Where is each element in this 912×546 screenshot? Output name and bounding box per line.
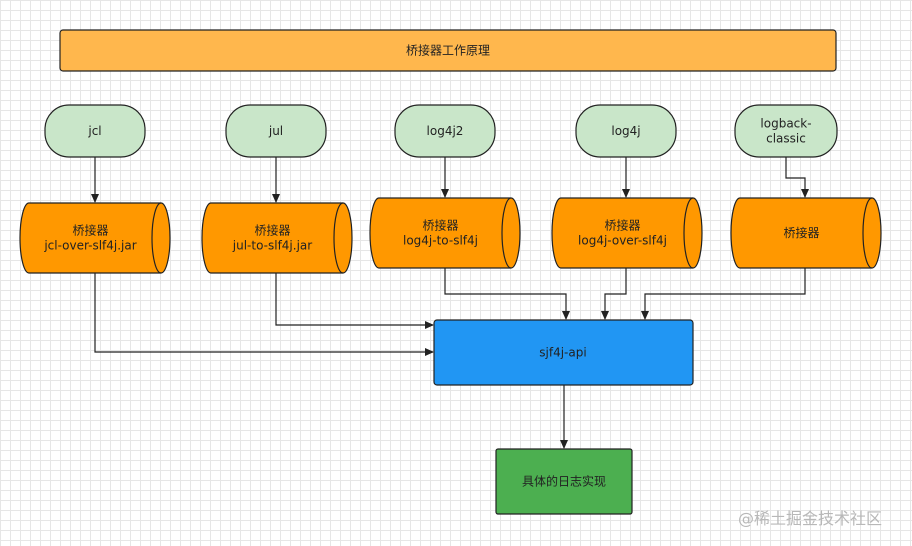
bridge-jul-bridge-label: jul-to-slf4j.jar bbox=[232, 239, 312, 253]
nodes: 桥接器工作原理 jcl jul log4j2 log4j logback-classic 桥… bbox=[19, 29, 882, 515]
bridge-log4j2-bridge-label: log4j-to-slf4j bbox=[403, 234, 478, 248]
bridge-jcl-bridge-label: 桥接器 bbox=[72, 223, 108, 238]
source-node-logback: logback-classic bbox=[734, 104, 838, 158]
bridge-log4j-bridge-label: 桥接器 bbox=[604, 218, 640, 233]
arrow-log4j-bridge-to-api bbox=[601, 268, 627, 320]
source-logback-label: classic bbox=[766, 132, 806, 146]
impl-label: 具体的日志实现 bbox=[522, 474, 606, 489]
bridge-node-logback-bridge: 桥接器 bbox=[730, 197, 882, 269]
api-box: sjf4j-api bbox=[433, 319, 694, 386]
arrow-log4j2-bridge-to-api bbox=[444, 268, 570, 320]
source-node-log4j: log4j bbox=[575, 104, 677, 158]
source-node-log4j2: log4j2 bbox=[394, 104, 496, 158]
source-log4j2-label: log4j2 bbox=[427, 124, 464, 138]
connectors bbox=[91, 157, 809, 449]
api-label: sjf4j-api bbox=[539, 346, 586, 360]
bridge-logback-bridge-label: 桥接器 bbox=[783, 225, 819, 240]
title-box: 桥接器工作原理 bbox=[59, 29, 837, 72]
source-logback-label: logback- bbox=[760, 117, 811, 131]
source-node-jul: jul bbox=[225, 104, 327, 158]
source-node-jcl: jcl bbox=[44, 104, 146, 158]
bridge-log4j2-bridge-label: 桥接器 bbox=[422, 218, 458, 233]
source-jul-label: jul bbox=[268, 124, 283, 138]
source-log4j-label: log4j bbox=[611, 124, 640, 138]
source-jcl-label: jcl bbox=[87, 124, 101, 138]
arrow-jul-bridge-to-api bbox=[275, 273, 434, 329]
watermark: @稀土掘金技术社区 bbox=[738, 509, 882, 528]
title-label: 桥接器工作原理 bbox=[406, 43, 490, 58]
arrow-logback-bridge-to-api bbox=[641, 268, 806, 320]
bridge-jcl-bridge-label: jcl-over-slf4j.jar bbox=[43, 239, 136, 253]
arrow-logback-to-bridge bbox=[785, 157, 809, 198]
impl-box: 具体的日志实现 bbox=[495, 448, 633, 515]
bridge-log4j-bridge-label: log4j-over-slf4j bbox=[578, 234, 667, 248]
arrow-jcl-bridge-to-api bbox=[94, 273, 434, 356]
bridge-jul-bridge-label: 桥接器 bbox=[254, 223, 290, 238]
